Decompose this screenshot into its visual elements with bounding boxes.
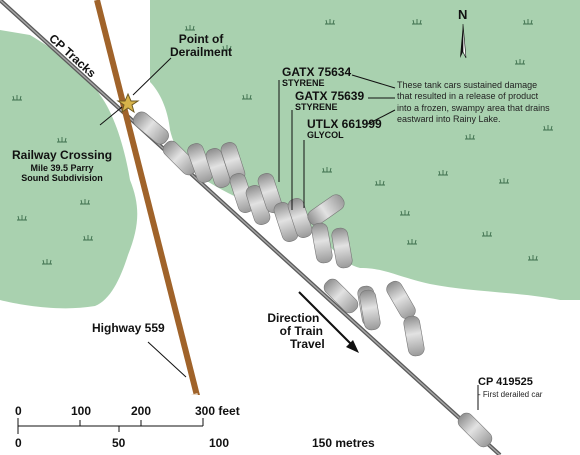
north-arrow-icon: [460, 23, 467, 59]
direction-line3: Travel: [290, 337, 325, 352]
tank-car-note: These tank cars sustained damage that re…: [397, 80, 550, 125]
scale-m-100: 100: [209, 436, 230, 450]
tank-car-id: UTLX 661999: [307, 117, 382, 131]
rail-track: [0, 0, 502, 455]
north-label: N: [458, 7, 468, 22]
leader-lines: [99, 57, 479, 410]
note-line1: These tank cars sustained damage: [397, 80, 538, 90]
tank-car-product: STYRENE: [282, 78, 325, 89]
scale-bar-panel: [0, 395, 370, 455]
tank-car-label-3: UTLX 661999 GLYCOL: [307, 117, 382, 141]
scale-m-50: 50: [112, 436, 126, 450]
railway-crossing-title: Railway Crossing: [12, 148, 113, 162]
tank-car-label-1: GATX 75634 STYRENE: [282, 65, 352, 89]
direction-line1: Direction: [267, 311, 320, 325]
point-of-derailment-label: Point of Derailment: [170, 32, 233, 60]
tank-car-product: STYRENE: [295, 102, 338, 113]
highway-559: [94, 0, 215, 455]
railway-mile-line2: Sound Subdivision: [21, 173, 103, 184]
derailment-star-icon: [116, 92, 140, 114]
scale-feet-200: 200: [131, 404, 152, 418]
land-left: [0, 30, 138, 309]
railway-crossing-label: Railway Crossing Mile 39.5 Parry Sound S…: [12, 148, 113, 184]
note-line4: eastward into Rainy Lake.: [397, 113, 501, 124]
scale-feet-0: 0: [15, 404, 22, 418]
railway-mile-line1: Mile 39.5 Parry: [30, 163, 94, 174]
derailment-label-line1: Point of: [178, 32, 224, 46]
scale-feet-300: 300 feet: [195, 404, 240, 418]
first-car-id: CP 419525: [478, 376, 533, 388]
tank-car-label-2: GATX 75639 STYRENE: [295, 89, 365, 113]
land-upper-right: [150, 0, 580, 300]
scale-bar: [17, 418, 204, 434]
scale-m-150: 150 metres: [312, 436, 375, 450]
tank-cars: [133, 111, 493, 448]
note-line2: that resulted in a release of product: [397, 91, 539, 102]
first-car-note: - First derailed car: [478, 390, 543, 400]
note-line3: into a frozen, swampy area that drains: [397, 102, 550, 113]
highway-label: Highway 559: [92, 321, 165, 335]
tank-car-id: GATX 75634: [282, 65, 352, 79]
scale-m-0: 0: [15, 436, 22, 450]
direction-line2: of Train: [279, 324, 324, 339]
scale-feet-100: 100: [71, 404, 92, 418]
tank-car-id: GATX 75639: [295, 89, 365, 103]
direction-arrow-icon: [298, 291, 359, 353]
first-car-label: CP 419525 - First derailed car: [478, 376, 542, 400]
derailment-label-line2: Derailment: [170, 45, 233, 60]
tank-car-product: GLYCOL: [307, 130, 344, 141]
direction-label: Direction of Train Travel: [262, 311, 325, 352]
